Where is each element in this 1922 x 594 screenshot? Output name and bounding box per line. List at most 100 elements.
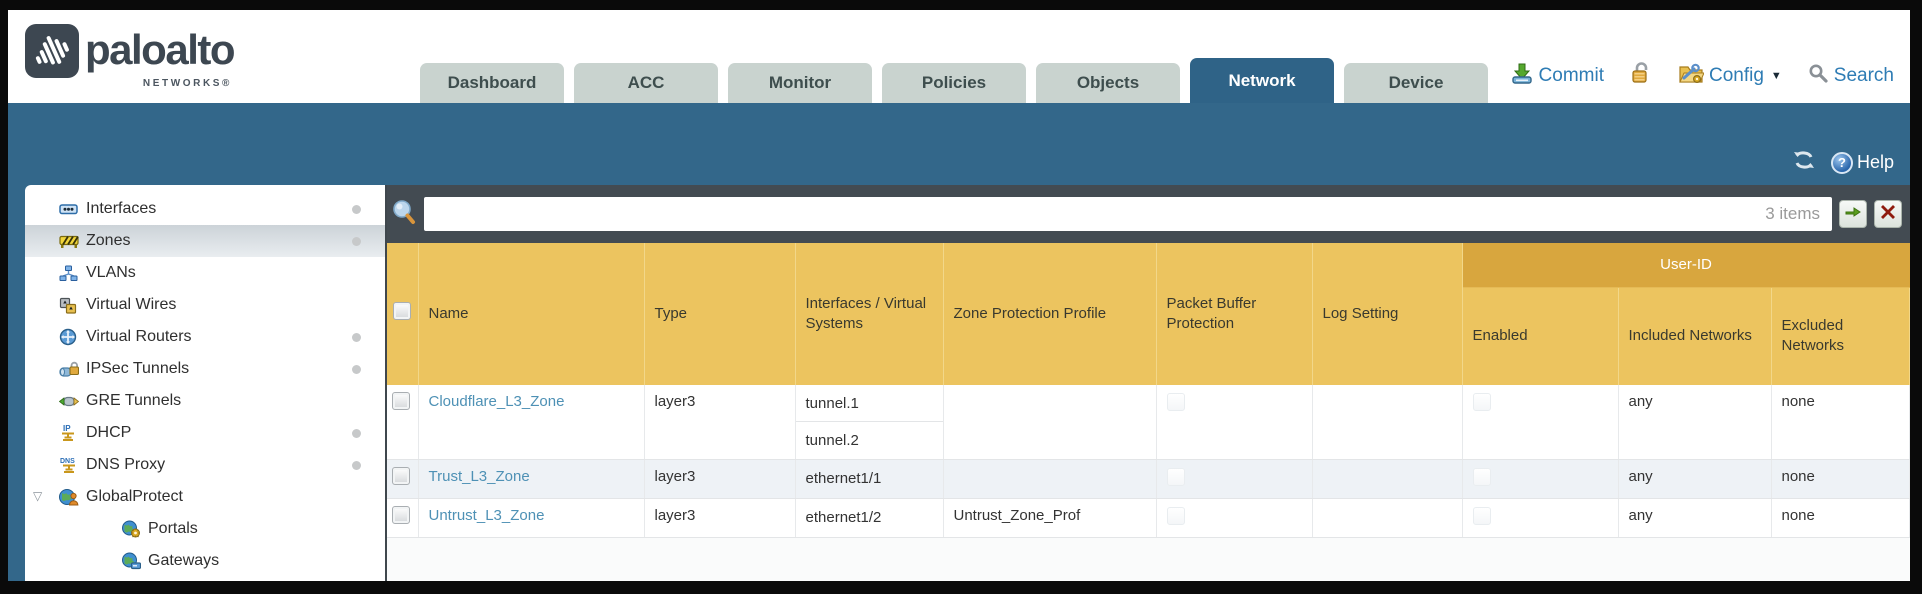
row-checkbox[interactable] — [392, 392, 410, 410]
zone-type-cell: layer3 — [644, 459, 796, 499]
tab-device[interactable]: Device — [1344, 63, 1488, 103]
commit-label: Commit — [1538, 65, 1604, 86]
dns-proxy-icon: DNS — [59, 456, 79, 474]
clear-filter-button[interactable] — [1874, 200, 1902, 228]
expander-triangle-icon[interactable]: ▽ — [33, 489, 43, 503]
sidebar-item-virtual-routers[interactable]: Virtual Routers — [25, 321, 385, 353]
sidebar-item-dns-proxy[interactable]: DNS DNS Proxy — [25, 449, 385, 481]
sidebar-item-label: Gateways — [148, 552, 220, 569]
zone-name-link[interactable]: Cloudflare_L3_Zone — [428, 393, 565, 410]
user-id-enabled-checkbox[interactable] — [1472, 468, 1491, 486]
included-networks-cell: any — [1618, 385, 1772, 460]
filter-toolbar: 3 items — [387, 185, 1910, 243]
sidebar-item-label: Zones — [86, 232, 131, 249]
utility-bar: Commit — [1510, 61, 1894, 91]
status-dot — [352, 333, 361, 342]
sidebar-item-gre-tunnels[interactable]: GRE Tunnels — [25, 385, 385, 417]
tab-network[interactable]: Network — [1190, 58, 1334, 103]
included-networks-cell: any — [1618, 459, 1772, 499]
commit-button[interactable]: Commit — [1510, 61, 1604, 91]
column-header-enabled[interactable]: Enabled — [1462, 287, 1619, 385]
sidebar-item-globalprotect[interactable]: ▽GlobalProtect — [25, 481, 385, 513]
apply-filter-icon — [1844, 204, 1862, 225]
sidebar-item-vlans[interactable]: VLANs — [25, 257, 385, 289]
column-header-zone-protection-profile[interactable]: Zone Protection Profile — [943, 243, 1157, 385]
table-row: Untrust_L3_Zone layer3 ethernet1/2 Untrust_… — [387, 498, 1910, 538]
tab-acc[interactable]: ACC — [574, 63, 718, 103]
banner: ? Help — [8, 103, 1910, 185]
zone-type-cell: layer3 — [644, 385, 796, 460]
select-all-checkbox-cell — [387, 243, 419, 385]
sidebar-item-label: DHCP — [86, 424, 132, 441]
log-setting-cell — [1312, 459, 1463, 499]
gre-tunnels-icon — [59, 392, 79, 410]
tab-policies[interactable]: Policies — [882, 63, 1026, 103]
column-header-included-networks[interactable]: Included Networks — [1618, 287, 1772, 385]
interface-cell: ethernet1/2 — [805, 509, 882, 526]
row-checkbox[interactable] — [392, 467, 410, 485]
tab-monitor[interactable]: Monitor — [728, 63, 872, 103]
status-dot — [352, 365, 361, 374]
packet-buffer-protection-checkbox[interactable] — [1166, 468, 1185, 486]
user-id-enabled-checkbox[interactable] — [1472, 393, 1491, 411]
vlans-icon — [59, 264, 79, 282]
zone-type-cell: layer3 — [644, 498, 796, 538]
sidebar-item-label: DNS Proxy — [86, 456, 166, 473]
tab-objects[interactable]: Objects — [1036, 63, 1180, 103]
row-checkbox[interactable] — [392, 506, 410, 524]
log-setting-cell — [1312, 498, 1463, 538]
svg-text:DNS: DNS — [60, 458, 75, 465]
interface-cell: ethernet1/1 — [805, 470, 882, 487]
lock-icon[interactable] — [1630, 61, 1652, 91]
table-filler — [387, 538, 1910, 581]
ipsec-tunnels-icon — [59, 360, 79, 378]
apply-filter-button[interactable] — [1839, 200, 1867, 228]
zone-name-link[interactable]: Untrust_L3_Zone — [428, 507, 545, 524]
sidebar-item-interfaces[interactable]: Interfaces — [25, 193, 385, 225]
column-header-packet-buffer-protection[interactable]: Packet Buffer Protection — [1156, 243, 1313, 385]
excluded-networks-cell: none — [1771, 385, 1910, 460]
included-networks-cell: any — [1618, 498, 1772, 538]
sidebar-item-zones[interactable]: Zones — [25, 225, 385, 257]
status-dot — [352, 461, 361, 470]
sidebar-item-gateways[interactable]: Gateways — [25, 545, 385, 577]
help-icon: ? — [1830, 151, 1853, 174]
zones-icon — [59, 232, 79, 250]
sidebar-item-virtual-wires[interactable]: Virtual Wires — [25, 289, 385, 321]
sidebar-item-label: Portals — [148, 520, 198, 537]
portals-icon — [121, 520, 141, 538]
refresh-icon[interactable] — [1791, 148, 1817, 177]
column-header-type[interactable]: Type — [644, 243, 796, 385]
column-header-interfaces-virtual-systems[interactable]: Interfaces / Virtual Systems — [795, 243, 944, 385]
column-header-name[interactable]: Name — [418, 243, 645, 385]
help-button[interactable]: ? Help — [1830, 151, 1894, 174]
filter-input[interactable] — [424, 197, 1766, 231]
sidebar-item-label: Virtual Wires — [86, 296, 177, 313]
caret-down-icon: ▼ — [1770, 70, 1782, 82]
virtual-wires-icon — [59, 296, 79, 314]
status-dot — [352, 429, 361, 438]
sidebar-item-label: IPSec Tunnels — [86, 360, 190, 377]
packet-buffer-protection-checkbox[interactable] — [1166, 393, 1185, 411]
status-dot — [352, 237, 361, 246]
sidebar-item-ipsec-tunnels[interactable]: IPSec Tunnels — [25, 353, 385, 385]
zone-protection-profile-cell: Untrust_Zone_Prof — [943, 498, 1157, 538]
config-label: Config — [1708, 65, 1764, 86]
select-all-checkbox[interactable] — [393, 301, 411, 320]
sidebar-item-portals[interactable]: Portals — [25, 513, 385, 545]
packet-buffer-protection-checkbox[interactable] — [1166, 507, 1185, 525]
column-header-log-setting[interactable]: Log Setting — [1312, 243, 1463, 385]
search-button[interactable]: Search — [1808, 63, 1894, 90]
column-header-excluded-networks[interactable]: Excluded Networks — [1771, 287, 1910, 385]
config-button[interactable]: Config ▼ — [1678, 61, 1782, 91]
user-id-enabled-checkbox[interactable] — [1472, 507, 1491, 525]
commit-icon — [1510, 61, 1534, 91]
zone-name-link[interactable]: Trust_L3_Zone — [428, 468, 530, 485]
tab-dashboard[interactable]: Dashboard — [420, 63, 564, 103]
